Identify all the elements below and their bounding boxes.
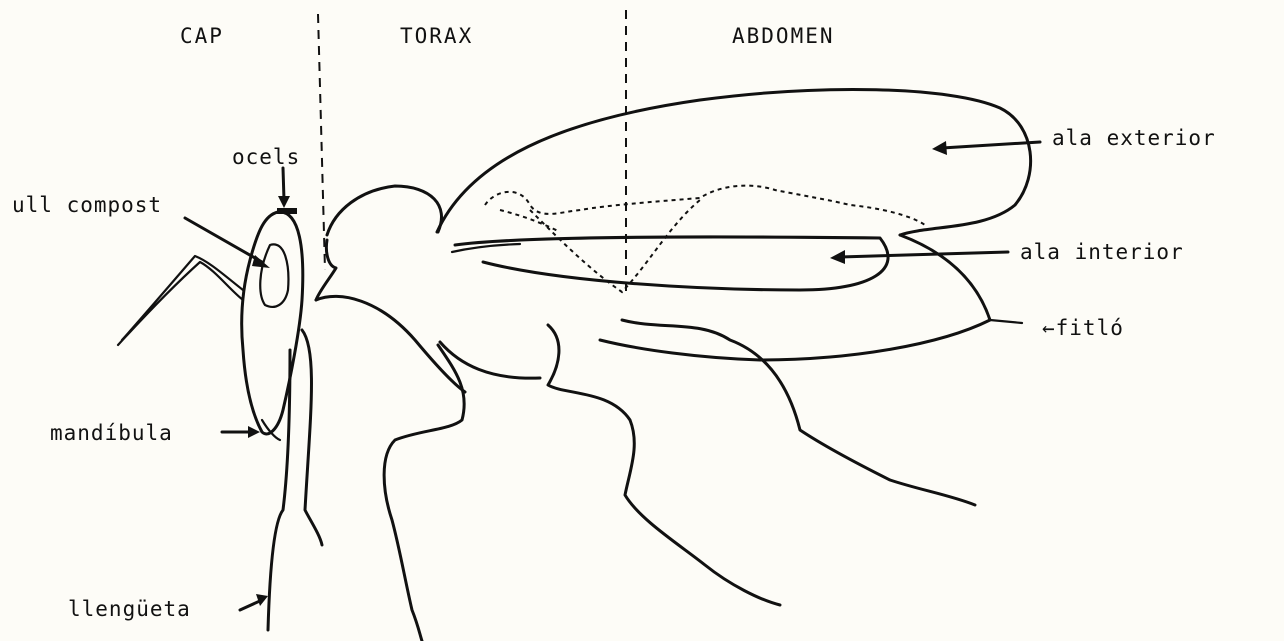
ocelli-mark — [277, 208, 297, 214]
arrow-llengueta — [240, 594, 268, 610]
thorax — [316, 186, 441, 300]
label-ull-compost: ull compost — [12, 193, 162, 217]
proboscis — [268, 330, 322, 630]
antenna — [118, 256, 243, 345]
wing-venation-lower — [500, 210, 560, 232]
section-head-label: CAP — [180, 24, 224, 48]
hind-leg — [622, 320, 975, 505]
front-leg — [384, 345, 464, 641]
arrow-ala-interior — [830, 250, 1008, 264]
arrow-mandibula — [222, 426, 260, 438]
head-thorax-divider — [318, 14, 325, 270]
label-ocels: ocels — [232, 145, 300, 169]
arrow-ocels — [278, 168, 290, 208]
label-ala-exterior: ala exterior — [1052, 126, 1216, 150]
compound-eye — [260, 244, 288, 307]
middle-leg — [548, 325, 780, 605]
arrow-ala-exterior — [932, 141, 1040, 155]
label-llengueta: llengüeta — [68, 597, 191, 621]
section-thorax-label: TORAX — [400, 24, 473, 48]
label-fitlo: ←fitló — [1042, 316, 1124, 340]
arrow-ull-compost — [185, 218, 270, 268]
section-abdomen-label: ABDOMEN — [732, 24, 835, 48]
stinger — [990, 320, 1022, 323]
label-ala-interior: ala interior — [1020, 240, 1184, 264]
label-mandibula: mandíbula — [50, 421, 173, 445]
wing-venation — [485, 186, 925, 225]
outer-wing — [437, 90, 1031, 235]
